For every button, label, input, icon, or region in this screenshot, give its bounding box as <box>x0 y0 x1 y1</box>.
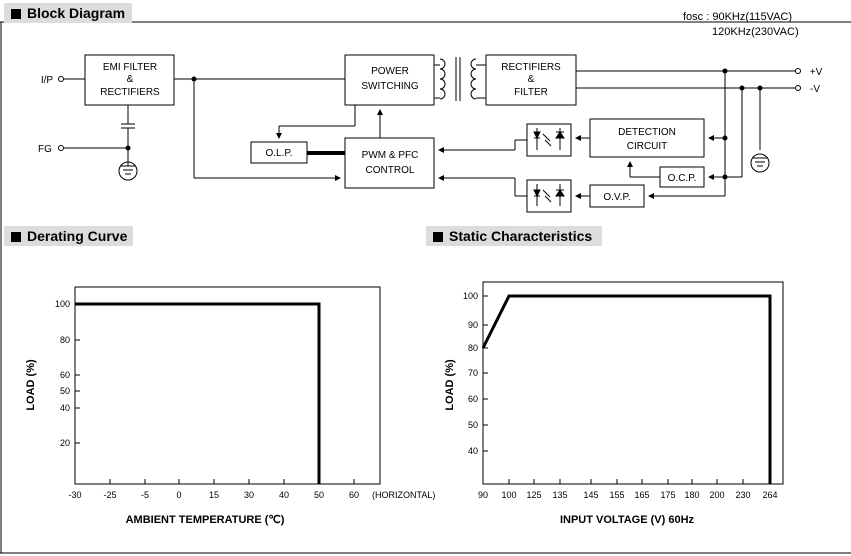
input-label: I/P <box>41 75 54 86</box>
x-tick-label: -30 <box>68 490 81 500</box>
rectifiers-filter-box <box>485 54 577 106</box>
rect-label-1: RECTIFIERS <box>501 62 561 73</box>
input-terminal <box>58 76 64 82</box>
x-tick-label: 60 <box>349 490 359 500</box>
plot-frame <box>74 286 381 485</box>
fg-terminal <box>58 145 64 151</box>
power-label-1: POWER <box>371 66 409 77</box>
static-header: Static Characteristics <box>426 226 602 246</box>
x-tick-label: 125 <box>526 490 541 500</box>
derating-chart: -30 -25 -5 0 15 30 40 50 60 20 40 50 60 80 100AMBIENT … <box>25 286 435 526</box>
detect-label-2: CIRCUIT <box>627 141 668 152</box>
detect-label-1: DETECTION <box>618 127 676 138</box>
optocoupler-top-symbol <box>533 128 565 150</box>
y-tick-label: 40 <box>60 403 70 413</box>
x-tick-label: -5 <box>141 490 149 500</box>
y-tick-label: 80 <box>468 343 478 353</box>
emi-label-3: RECTIFIERS <box>100 87 160 98</box>
series-line <box>75 302 321 484</box>
x-tick-label: 135 <box>552 490 567 500</box>
x-tick-label: 200 <box>709 490 724 500</box>
derating-header: Derating Curve <box>4 226 133 246</box>
output-positive-terminal <box>795 68 801 74</box>
y-tick-label: 60 <box>60 370 70 380</box>
y-tick-label: 80 <box>60 335 70 345</box>
y-tick-label: 50 <box>468 420 478 430</box>
y-tick-label: 70 <box>468 368 478 378</box>
x-tick-label: 30 <box>244 490 254 500</box>
bullet-square-icon <box>11 232 21 242</box>
fosc-line1: fosc : 90KHz(115VAC) <box>683 11 792 23</box>
plot-frame <box>482 281 784 485</box>
x-tick-label: -25 <box>103 490 116 500</box>
emi-filter-box <box>84 54 175 106</box>
fg-label: FG <box>38 144 52 155</box>
pwm-pfc-box <box>344 137 435 189</box>
block-diagram-header: Block Diagram <box>4 3 132 23</box>
pwm-label-2: CONTROL <box>366 165 415 176</box>
x-tick-label: 100 <box>501 490 516 500</box>
x-tick-label: 175 <box>660 490 675 500</box>
output-negative-label: -V <box>810 84 820 95</box>
x-tick-label: 40 <box>279 490 289 500</box>
bullet-square-icon <box>433 232 443 242</box>
x-tick-label: 90 <box>478 490 488 500</box>
optocoupler-bottom-symbol <box>533 184 565 206</box>
olp-label: O.L.P. <box>265 148 292 159</box>
x-tick-label: 15 <box>209 490 219 500</box>
block-diagram <box>58 54 801 213</box>
ground-circle-right <box>750 153 770 173</box>
y-tick-label: 90 <box>468 320 478 330</box>
block-diagram-title: Block Diagram <box>27 5 126 21</box>
y-tick-label: 100 <box>55 299 70 309</box>
ovp-label: O.V.P. <box>603 192 630 203</box>
x-tick-label: 0 <box>176 490 181 500</box>
fosc-line2: 120KHz(230VAC) <box>712 26 799 38</box>
x-tick-label: 180 <box>684 490 699 500</box>
emi-label-1: EMI FILTER <box>103 62 157 73</box>
x-tick-label: 145 <box>583 490 598 500</box>
y-tick-label: 40 <box>468 446 478 456</box>
x-tick-label: 264 <box>762 490 777 500</box>
static-chart: 90 100 125 135 145 155 165 175 180 200 230 264 40 50 6… <box>444 281 784 526</box>
y-axis-label: LOAD (%) <box>444 359 456 411</box>
ocp-label: O.C.P. <box>668 173 697 184</box>
power-label-2: SWITCHING <box>361 81 418 92</box>
x-axis-note: (HORIZONTAL) <box>372 490 435 500</box>
output-positive-label: +V <box>810 67 823 78</box>
static-title: Static Characteristics <box>449 228 593 244</box>
y-tick-label: 20 <box>60 438 70 448</box>
power-switching-box <box>344 54 435 106</box>
y-tick-label: 100 <box>463 291 478 301</box>
pwm-label-1: PWM & PFC <box>362 150 419 161</box>
x-tick-label: 50 <box>314 490 324 500</box>
rect-label-2: & <box>528 74 535 85</box>
x-axis-label: AMBIENT TEMPERATURE (℃) <box>126 514 285 526</box>
x-axis-label: INPUT VOLTAGE (V) 60Hz <box>560 514 695 526</box>
rect-label-3: FILTER <box>514 87 548 98</box>
y-tick-label: 50 <box>60 386 70 396</box>
y-axis-label: LOAD (%) <box>25 359 37 411</box>
y-tick-label: 60 <box>468 394 478 404</box>
bullet-square-icon <box>11 9 21 19</box>
series-line <box>481 294 772 484</box>
x-tick-label: 230 <box>735 490 750 500</box>
emi-label-2: & <box>127 74 134 85</box>
derating-title: Derating Curve <box>27 228 128 244</box>
output-negative-terminal <box>795 85 801 91</box>
x-tick-label: 165 <box>634 490 649 500</box>
x-tick-label: 155 <box>609 490 624 500</box>
